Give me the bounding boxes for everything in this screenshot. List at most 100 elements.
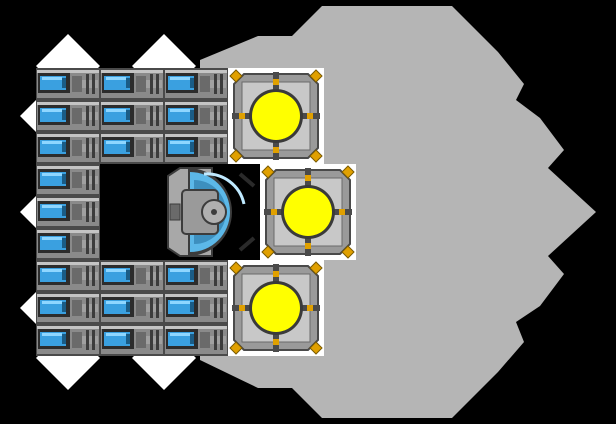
battery-module[interactable]	[36, 324, 100, 356]
reactor-core	[252, 92, 300, 140]
module-pipe	[82, 80, 98, 88]
battery-module[interactable]	[36, 196, 100, 228]
cell-terminal	[62, 334, 66, 344]
cell-highlight	[42, 205, 62, 208]
module-pipe	[210, 272, 226, 280]
reactor-corner-bolt	[309, 69, 323, 83]
reactor-corner-bolt	[261, 245, 275, 259]
cockpit-module[interactable]	[164, 164, 260, 260]
battery-module[interactable]	[100, 260, 164, 292]
module-pipe	[210, 144, 226, 152]
battery-module[interactable]	[164, 132, 228, 164]
module-pipe	[146, 80, 162, 88]
module-connector	[72, 140, 82, 156]
module-pipe	[146, 336, 162, 344]
module-pipe	[210, 80, 226, 88]
cell-highlight	[106, 77, 126, 80]
cell-terminal	[190, 334, 194, 344]
cell-highlight	[170, 141, 190, 144]
module-connector	[136, 108, 146, 124]
module-clamp	[86, 298, 89, 318]
battery-module[interactable]	[100, 292, 164, 324]
battery-module[interactable]	[100, 132, 164, 164]
module-connector	[72, 332, 82, 348]
module-connector	[200, 332, 210, 348]
module-clamp	[86, 330, 89, 350]
battery-module[interactable]	[36, 132, 100, 164]
module-connector	[136, 332, 146, 348]
reactor-rivet	[271, 209, 277, 215]
module-bevel	[37, 166, 99, 169]
cockpit-strut	[238, 236, 256, 252]
module-bevel	[165, 326, 227, 329]
battery-module[interactable]	[164, 292, 228, 324]
battery-module[interactable]	[100, 100, 164, 132]
cell-highlight	[106, 269, 126, 272]
cell-terminal	[62, 174, 66, 184]
canopy-highlight	[203, 172, 246, 205]
reactor-group	[228, 68, 356, 356]
module-clamp	[92, 138, 95, 158]
module-clamp	[214, 266, 217, 286]
module-clamp	[220, 138, 223, 158]
battery-module[interactable]	[164, 68, 228, 100]
module-pipe	[210, 304, 226, 312]
reactor-core	[284, 188, 332, 236]
module-connector	[72, 204, 82, 220]
battery-module[interactable]	[100, 68, 164, 100]
module-connector	[136, 140, 146, 156]
reactor-corner-bolt	[341, 245, 355, 259]
cell-highlight	[42, 333, 62, 336]
module-clamp	[92, 106, 95, 126]
battery-module[interactable]	[36, 164, 100, 196]
battery-module[interactable]	[164, 100, 228, 132]
module-bevel	[101, 326, 163, 329]
module-clamp	[220, 298, 223, 318]
module-clamp	[156, 330, 159, 350]
cell-terminal	[126, 334, 130, 344]
module-bevel	[165, 102, 227, 105]
battery-module[interactable]	[164, 324, 228, 356]
battery-module[interactable]	[36, 228, 100, 260]
battery-module[interactable]	[36, 292, 100, 324]
reactor-rivet	[307, 113, 313, 119]
reactor-module[interactable]	[260, 164, 356, 260]
cell-terminal	[126, 302, 130, 312]
reactor-core	[252, 284, 300, 332]
module-clamp	[150, 138, 153, 158]
reactor-rivet	[307, 305, 313, 311]
reactor-rivet	[273, 147, 279, 153]
reactor-corner-bolt	[229, 341, 243, 355]
module-pipe	[210, 336, 226, 344]
reactor-rivet	[339, 209, 345, 215]
module-clamp	[92, 266, 95, 286]
module-clamp	[86, 234, 89, 254]
battery-module[interactable]	[100, 324, 164, 356]
module-clamp	[156, 298, 159, 318]
reactor-module[interactable]	[228, 68, 324, 164]
module-clamp	[86, 266, 89, 286]
module-clamp	[150, 106, 153, 126]
module-connector	[200, 140, 210, 156]
reactor-module[interactable]	[228, 260, 324, 356]
module-bevel	[165, 294, 227, 297]
battery-module[interactable]	[36, 100, 100, 132]
module-connector	[200, 76, 210, 92]
battery-module[interactable]	[36, 260, 100, 292]
module-pipe	[82, 176, 98, 184]
module-bevel	[165, 134, 227, 137]
cell-highlight	[42, 109, 62, 112]
module-clamp	[156, 138, 159, 158]
module-clamp	[220, 74, 223, 94]
reactor-rivet	[273, 79, 279, 85]
battery-module[interactable]	[164, 260, 228, 292]
battery-module[interactable]	[36, 68, 100, 100]
module-clamp	[214, 330, 217, 350]
module-bevel	[37, 198, 99, 201]
module-clamp	[156, 266, 159, 286]
cell-highlight	[106, 141, 126, 144]
module-clamp	[150, 298, 153, 318]
module-pipe	[146, 144, 162, 152]
module-connector	[72, 268, 82, 284]
module-clamp	[220, 330, 223, 350]
